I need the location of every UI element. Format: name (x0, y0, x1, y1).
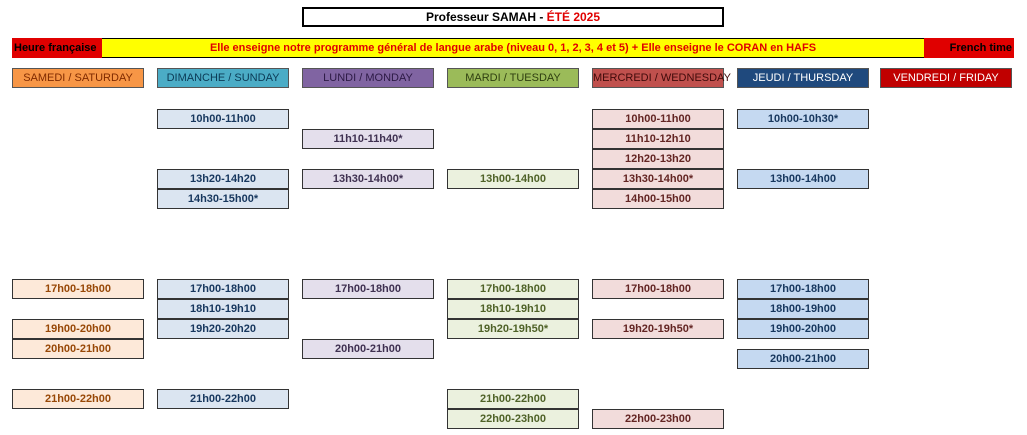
time-slot: 13h00-14h00 (447, 169, 579, 189)
time-slot: 18h10-19h10 (157, 299, 289, 319)
time-slot: 22h00-23h00 (592, 409, 724, 429)
time-slot: 11h10-11h40* (302, 129, 434, 149)
time-slot: 11h10-12h10 (592, 129, 724, 149)
time-slot: 17h00-18h00 (737, 279, 869, 299)
time-slot: 19h20-20h20 (157, 319, 289, 339)
time-slot: 19h00-20h00 (12, 319, 144, 339)
time-slot: 20h00-21h00 (737, 349, 869, 369)
time-slot: 21h00-22h00 (447, 389, 579, 409)
time-slot: 19h00-20h00 (737, 319, 869, 339)
time-slot: 12h20-13h20 (592, 149, 724, 169)
page-title: Professeur SAMAH - ÉTÉ 2025 (302, 7, 724, 27)
time-slot: 18h00-19h00 (737, 299, 869, 319)
time-slot: 13h30-14h00* (302, 169, 434, 189)
day-header-tuesday: MARDI / TUESDAY (447, 68, 579, 88)
time-slot: 17h00-18h00 (592, 279, 724, 299)
day-header-saturday: SAMEDI / SATURDAY (12, 68, 144, 88)
banner-text: Elle enseigne notre programme général de… (209, 42, 817, 54)
time-slot: 22h00-23h00 (447, 409, 579, 429)
info-banner: Heure française Elle enseigne notre prog… (12, 38, 1014, 58)
time-slot: 17h00-18h00 (157, 279, 289, 299)
time-slot: 13h00-14h00 (737, 169, 869, 189)
time-slot: 20h00-21h00 (302, 339, 434, 359)
time-slot: 19h20-19h50* (447, 319, 579, 339)
title-season: ÉTÉ 2025 (546, 10, 601, 24)
day-header-monday: LUNDI / MONDAY (302, 68, 434, 88)
time-slot: 20h00-21h00 (12, 339, 144, 359)
french-time-tag-left: Heure française (12, 38, 102, 58)
time-slot: 17h00-18h00 (447, 279, 579, 299)
time-slot: 17h00-18h00 (302, 279, 434, 299)
time-slot: 21h00-22h00 (157, 389, 289, 409)
day-header-friday: VENDREDI / FRIDAY (880, 68, 1012, 88)
time-slot: 10h00-11h00 (157, 109, 289, 129)
time-slot: 17h00-18h00 (12, 279, 144, 299)
time-slot: 14h00-15h00 (592, 189, 724, 209)
day-header-wednesday: MERCREDI / WEDNESDAY (592, 68, 731, 88)
day-header-thursday: JEUDI / THURSDAY (737, 68, 869, 88)
time-slot: 13h30-14h00* (592, 169, 724, 189)
time-slot: 14h30-15h00* (157, 189, 289, 209)
time-slot: 10h00-11h00 (592, 109, 724, 129)
time-slot: 19h20-19h50* (592, 319, 724, 339)
time-slot: 13h20-14h20 (157, 169, 289, 189)
time-slot: 18h10-19h10 (447, 299, 579, 319)
time-slot: 21h00-22h00 (12, 389, 144, 409)
title-prefix: Professeur SAMAH - (425, 10, 547, 24)
time-slot: 10h00-10h30* (737, 109, 869, 129)
day-header-sunday: DIMANCHE / SUNDAY (157, 68, 289, 88)
french-time-tag-right: French time (924, 38, 1014, 58)
